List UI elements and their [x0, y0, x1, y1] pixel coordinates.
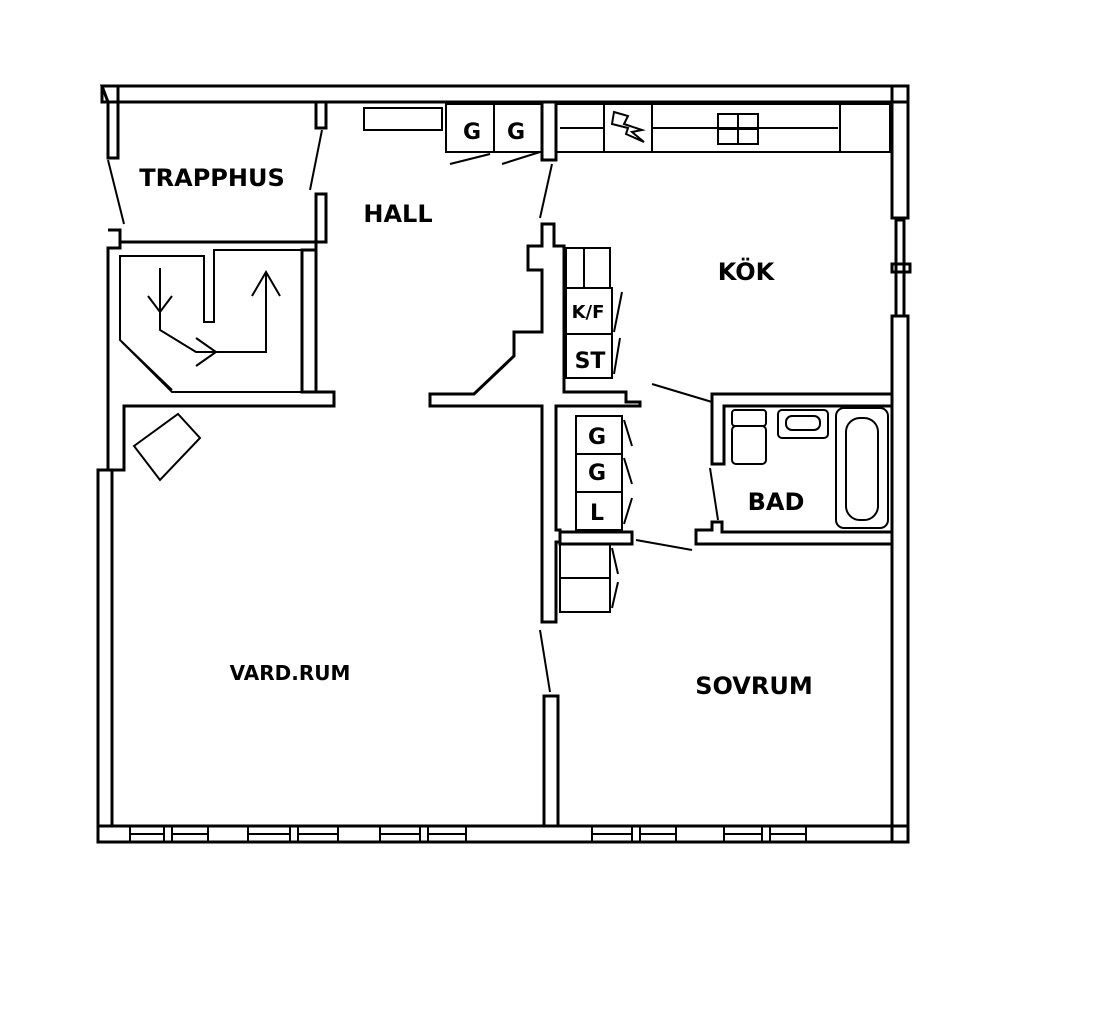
toilet-tank [731, 409, 767, 427]
interior-walls [112, 100, 894, 828]
room-label-sovrum: SOVRUM [695, 672, 812, 700]
bedroom-wardrobe-2 [559, 577, 611, 613]
bedroom-wardrobe-door-2 [611, 581, 619, 609]
door-bad-inner [709, 467, 719, 521]
toilet-bowl [731, 425, 767, 465]
vardrum-sovrum-wall [542, 694, 560, 828]
doors [107, 129, 719, 693]
counter [555, 103, 891, 153]
cabinet-top [565, 247, 611, 289]
fixture-label-closet-1: G [588, 425, 606, 450]
hall-closet-2 [493, 103, 543, 153]
bathtub [835, 407, 889, 529]
left-wall-mid [106, 228, 122, 472]
left-wall-top [99, 84, 120, 160]
wardrobes [575, 415, 633, 531]
living-room-fixtures [132, 412, 202, 482]
hall-kitchen-wall-mid [428, 222, 642, 624]
bedroom-wardrobes [559, 543, 619, 613]
hall-closet-door-1 [449, 153, 491, 165]
door-trapphus-hall [309, 129, 323, 191]
linen-door [623, 497, 633, 525]
kitchen-counter [555, 103, 891, 153]
room-label-hall: HALL [363, 200, 432, 228]
storage-door [613, 337, 621, 375]
hall-closet-door-2 [501, 151, 541, 165]
trapphus-hall-wall-lower [314, 192, 328, 244]
outer-walls [96, 84, 912, 844]
stairwell [119, 249, 303, 393]
bedroom-wardrobe-1 [559, 543, 611, 579]
kitchen-cabinets [565, 247, 623, 379]
wardrobe-door-2 [623, 457, 633, 485]
fridge-door [613, 291, 623, 333]
left-wall-lower [96, 468, 114, 828]
door-sovrum [635, 539, 693, 551]
hall-kitchen-wall-top [540, 100, 558, 162]
door-bad [651, 383, 713, 403]
stair-outline [119, 249, 303, 393]
bathroom-fixtures [731, 407, 889, 529]
right-wall-window [890, 218, 912, 318]
stove-icon [610, 110, 646, 143]
stair-diagonal [121, 341, 173, 391]
trapphus-hall-wall-top [314, 100, 328, 130]
closet-stub-wall [558, 530, 634, 546]
right-wall-lower [890, 314, 910, 844]
hall-shelf [363, 107, 443, 131]
washbasin [777, 409, 829, 439]
washbasin-bowl [785, 415, 821, 431]
stair-arrow-down [147, 268, 281, 367]
door-hall-kitchen [539, 163, 553, 219]
fixture-labels: G G K/F ST G G L [463, 120, 606, 526]
storage-cabinet [565, 333, 613, 379]
wardrobe-door-1 [623, 419, 633, 447]
right-wall-upper [890, 84, 910, 220]
room-labels: TRAPPHUS HALL KÖK BAD VARD.RUM SOVRUM [139, 164, 812, 700]
room-label-trapphus: TRAPPHUS [139, 164, 284, 192]
fixture-label-fridge-freezer: K/F [572, 302, 605, 323]
door-vardrum-sovrum [539, 629, 551, 693]
bottom-windows [129, 826, 807, 842]
fixture-label-closet-2: G [588, 461, 606, 486]
bad-sovrum-wall [694, 520, 894, 546]
room-label-bad: BAD [748, 488, 805, 516]
top-wall [100, 84, 910, 104]
door-trapphus-left [107, 159, 125, 225]
linen-closet [575, 491, 623, 531]
fixture-label-storage: ST [575, 349, 606, 374]
fixture-label-hall-closet-1: G [463, 120, 481, 145]
room-label-kok: KÖK [718, 256, 776, 286]
bedroom-wardrobe-door-1 [611, 547, 619, 575]
hall-fixtures [363, 103, 543, 165]
kitchen-bad-wall [710, 392, 894, 466]
bathtub-inner [845, 417, 879, 521]
stair-right-wall [300, 248, 318, 394]
fireplace-icon [132, 412, 202, 482]
fixture-label-hall-closet-2: G [507, 120, 525, 145]
room-label-vardrum: VARD.RUM [230, 661, 351, 685]
fixture-label-linen: L [590, 501, 604, 526]
bottom-wall [96, 824, 910, 844]
